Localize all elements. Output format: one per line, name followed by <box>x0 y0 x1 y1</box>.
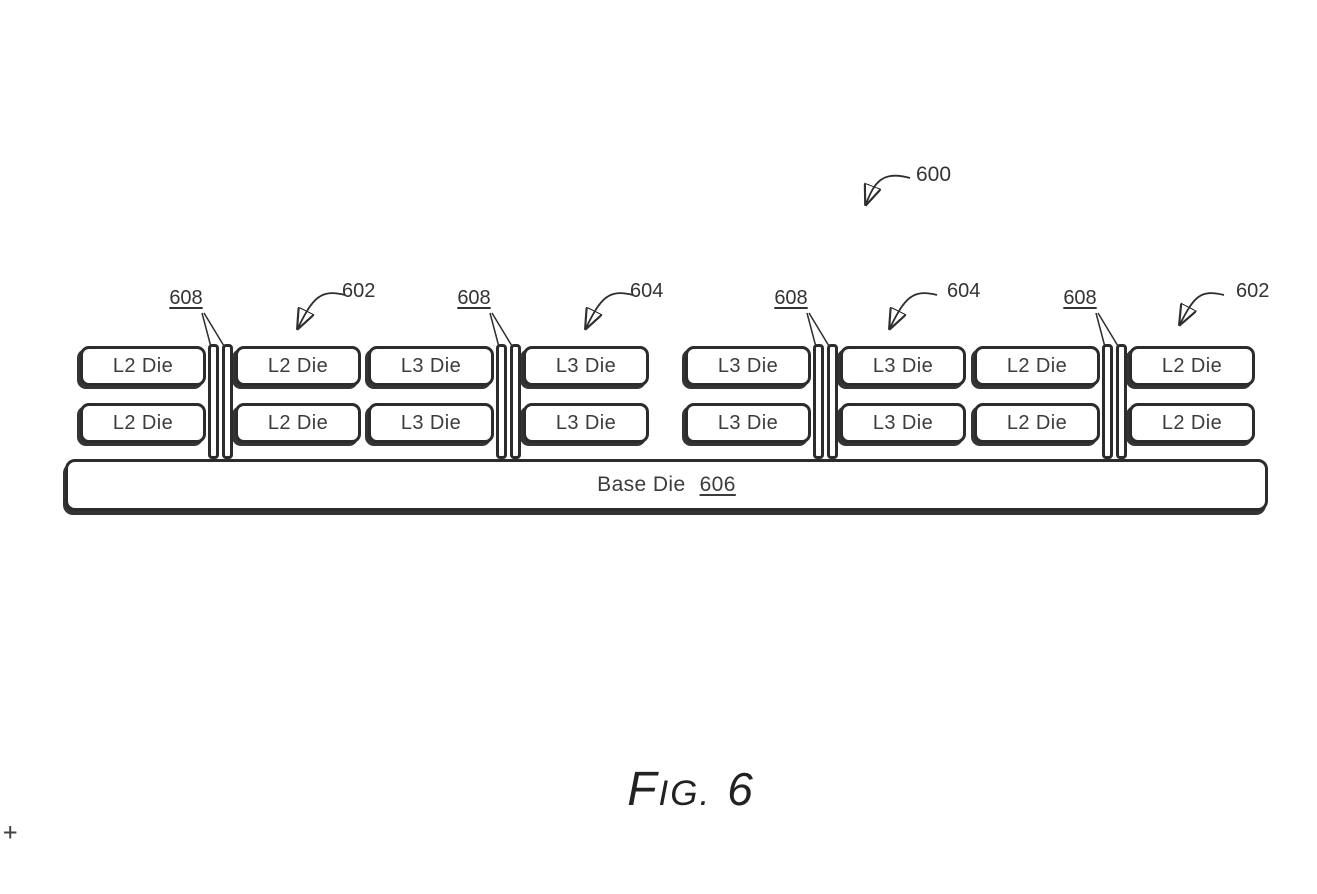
die-box-l2: L2 Die <box>1129 346 1255 386</box>
ref-label-608: 608 <box>452 287 496 310</box>
ref-label-602: 602 <box>342 280 376 302</box>
figure-caption: FIG. 6 <box>590 762 790 817</box>
die-box-l3: L3 Die <box>523 346 649 386</box>
via-connector <box>496 344 507 459</box>
caption-number: 6 <box>727 763 753 815</box>
die-box-l3: L3 Die <box>840 346 966 386</box>
ref-label-608: 608 <box>769 287 813 310</box>
via-connector <box>510 344 521 459</box>
die-box-l2: L2 Die <box>1129 403 1255 443</box>
die-box-l2: L2 Die <box>235 403 361 443</box>
base-die-box: Base Die 606 <box>65 459 1268 511</box>
ref-608-text: 608 <box>169 287 203 309</box>
arrow-600 <box>866 174 911 204</box>
ref-608-text: 608 <box>1063 287 1097 309</box>
die-box-l3: L3 Die <box>523 403 649 443</box>
base-die-label: Base Die <box>597 473 686 496</box>
arrow-604-group3 <box>890 292 938 328</box>
caption-ig: IG. <box>658 774 712 813</box>
die-box-l2: L2 Die <box>235 346 361 386</box>
ref-label-602: 602 <box>1236 280 1270 302</box>
via-connector <box>813 344 824 459</box>
die-box-l3: L3 Die <box>685 403 811 443</box>
ref-label-608: 608 <box>164 287 208 310</box>
arrow-602-group4 <box>1180 292 1225 324</box>
ref-608-text: 608 <box>457 287 491 309</box>
die-box-l3: L3 Die <box>368 346 494 386</box>
ref-label-606: 606 <box>699 473 736 496</box>
die-group-2-l3: 608 604 L3 Die L3 Die L3 Die L3 Die <box>368 280 663 459</box>
die-box-l2: L2 Die <box>974 403 1100 443</box>
caption-f: F <box>627 763 659 816</box>
arrow-604-group2 <box>586 292 634 328</box>
die-box-l2: L2 Die <box>80 403 206 443</box>
die-box-l3: L3 Die <box>368 403 494 443</box>
via-connector <box>827 344 838 459</box>
die-group-4-l2: 608 602 L2 Die L2 Die L2 Die L2 Die <box>974 280 1269 459</box>
die-box-l2: L2 Die <box>80 346 206 386</box>
via-connector <box>1102 344 1113 459</box>
die-box-l3: L3 Die <box>840 403 966 443</box>
arrow-602-group1 <box>298 292 346 328</box>
via-connector <box>1116 344 1127 459</box>
die-group-1-l2: 608 602 L2 Die L2 Die L2 Die L2 Die <box>80 280 375 459</box>
registration-plus-mark: + <box>3 818 18 846</box>
die-group-3-l3: 608 604 L3 Die L3 Die L3 Die L3 Die <box>685 280 980 459</box>
die-box-l2: L2 Die <box>974 346 1100 386</box>
ref-608-text: 608 <box>774 287 808 309</box>
die-box-l3: L3 Die <box>685 346 811 386</box>
ref-label-608: 608 <box>1058 287 1102 310</box>
via-connector <box>208 344 219 459</box>
ref-label-604: 604 <box>947 280 981 302</box>
ref-label-600: 600 <box>916 163 952 186</box>
ref-label-604: 604 <box>630 280 664 302</box>
via-connector <box>222 344 233 459</box>
